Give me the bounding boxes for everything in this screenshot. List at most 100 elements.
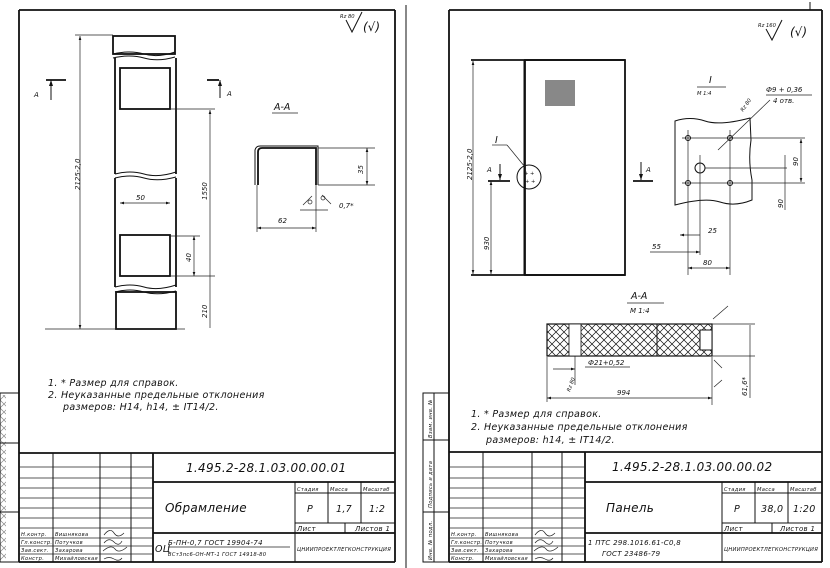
person-2: Потучков [55,540,83,546]
note-2: 2. Неуказанные предельные отклонения [48,390,265,401]
side-stamp-2: Взам. инв. № Подпись и дата Инв. № подл. [422,392,450,563]
roughness-value: Rz 160 [758,23,777,29]
material-line-2: ГОСТ 23486-79 [602,550,661,558]
section-marker-right: А [633,162,653,182]
roughness-section: Rz 80 [566,376,577,392]
material-line-2: ВСт3пс6-ОН-МТ-1 ГОСТ 14918-80 [168,552,267,558]
note-3: размеров: h14, ± IT14/2. [485,435,615,446]
stamp-inv-number: Инв. № подл. [428,521,434,560]
material-prefix: ОЦ [155,544,171,555]
scale-value: 1:2 [369,504,385,515]
section-title: А-А [273,102,290,113]
panel-view: + + + + I [471,59,626,276]
detail-title: I [709,75,712,86]
sheets-count: Листов 1 [354,525,390,533]
detail-i-view: I М 1:4 Ф9 + 0,36 4 отв. Rz 80 90 90 [650,75,812,275]
roughness-symbol: Rz 80 (√) [340,11,380,34]
notes-sheet-1: 1. * Размер для справок. 2. Неуказанные … [48,378,265,413]
dim-25: 25 [708,227,717,235]
detail-circle [516,164,542,190]
dim-930: 930 [483,236,491,250]
marker-letter: А [645,166,651,174]
designation: 1.495.2-28.1.03.00.00.02 [612,460,772,474]
section-a-a-panel: А-А М 1:4 61,6* Ф21+0,52 Rz 80 994 [546,291,755,405]
sheet-1: Rz 80 (√) А [0,5,407,568]
dimension-40: 40 [170,235,215,277]
organization: ЦНИИПРОЕКТЛЕГКОНСТРУКЦИЯ [724,547,818,553]
dim-profile-width: 62 [278,217,287,225]
marker-letter: А [226,90,232,98]
scale-value: 1:20 [793,504,816,515]
dim-hole: Ф9 + 0,36 [766,86,803,94]
sheet-label: Лист [296,525,317,533]
note-3: размеров: Н14, h14, ± IT14/2. [62,402,219,413]
designation: 1.495.2-28.1.03.00.00.01 [186,461,346,475]
dim-window-height: 40 [185,253,193,262]
dim-hole-count: 4 отв. [773,97,794,105]
person-4: Михайловская [55,556,98,562]
marker-letter: А [33,91,39,99]
dim-window-width: 50 [136,194,145,202]
dim-overall-height: 2125-2,0 [74,158,82,190]
role-4: Констр. [451,556,474,562]
section-marker-right: А [207,79,232,98]
dimension-210: 210 [201,304,209,318]
stage-value: Р [734,504,740,515]
role-1: Н.контр. [451,532,477,538]
dim-1550: 1550 [201,182,209,200]
section-title: А-А [630,291,647,302]
dim-thickness: 0,7* [339,202,354,210]
mass-label: Масса [330,487,348,493]
section-scale: М 1:4 [630,307,650,315]
role-3: Зав.сект. [451,548,479,554]
signatures [533,530,559,561]
person-1: Вишнякова [55,532,88,538]
stage-label: Стадия [724,487,746,493]
dimension-overall: 2125-2,0 930 [466,61,493,274]
note-1: 1. * Размер для справок. [471,409,602,420]
sheet-label: Лист [723,525,744,533]
scale-label: Масштаб [790,487,817,493]
stage-value: Р [307,504,313,515]
dimension-overall: 2125-2,0 [45,34,185,330]
svg-text:+ +: + + [525,179,535,185]
frame-strip-view [112,35,177,330]
role-1: Н.контр. [21,532,47,538]
mass-label: Масса [757,487,775,493]
part-name: Обрамление [165,501,247,515]
role-2: Гл.констр. [21,540,52,546]
dim-profile-height: 35 [357,165,365,174]
signatures [102,530,128,561]
role-4: Констр. [21,556,44,562]
scale-label: Масштаб [363,487,390,493]
title-block-2: Н.контр. Гл.констр. Зав.сект. Констр. Ви… [449,451,822,563]
sheet-2: Rz 160 (√) + + + + I А [422,2,823,563]
part-name: Панель [606,501,654,515]
material-line-1: 1 ПТС 298.1016.61-С0,8 [588,539,681,547]
detail-scale: М 1:4 [697,91,711,97]
sheets-count: Листов 1 [779,525,815,533]
dimension-50: 50 [120,194,170,205]
window-bottom [119,234,171,277]
mass-value: 38,0 [761,504,783,515]
dim-thickness-61: 61,6* [741,376,749,396]
title-block-1: Н.контр. Гл.констр. Зав.сект. Констр. Ви… [19,452,395,563]
dim-210: 210 [201,304,209,318]
roughness-value: Rz 80 [340,14,355,20]
person-1: Вишнякова [485,532,518,538]
marker-letter: А [486,166,492,174]
dimension-1550: 1550 [170,108,215,328]
vent-grille [545,80,575,106]
mass-value: 1,7 [336,504,352,515]
window-top [119,67,171,110]
person-2: Потучков [485,540,513,546]
dim-spacing-90a: 90 [792,157,800,166]
stamp-replaced-inv: Взам. инв. № [428,399,434,438]
section-a-a-profile: А-А 35 62 0,7* [254,102,375,232]
svg-text:+ +: + + [524,171,534,177]
note-2: 2. Неуказанные предельные отклонения [471,422,688,433]
roughness-paren: (√) [790,25,807,39]
stamp-signature-date: Подпись и дата [428,461,434,508]
material-line-1: Б-ПН-0,7 ГОСТ 19904-74 [168,539,263,547]
